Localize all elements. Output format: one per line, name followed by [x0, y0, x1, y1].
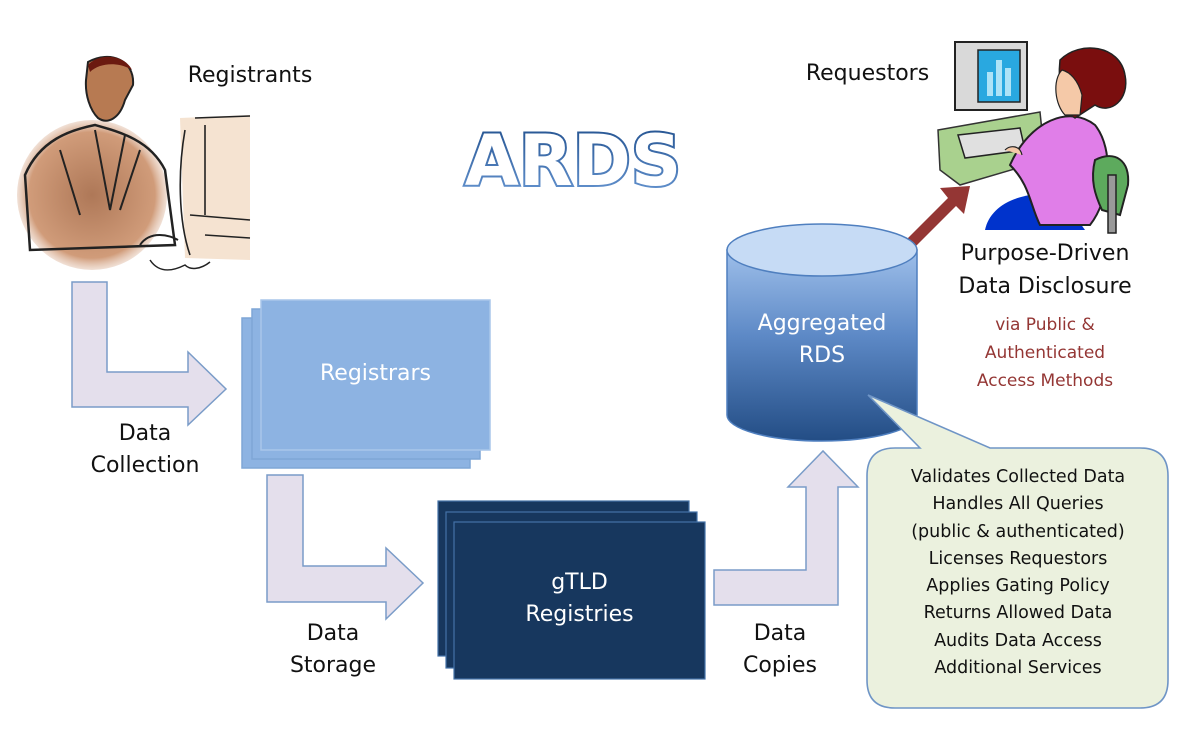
aggregated-rds-node[interactable] [726, 223, 918, 442]
disclosure-heading-line1: Purpose-Driven [960, 241, 1130, 266]
data-collection-line1: Data [118, 421, 172, 446]
data-collection-arrow [71, 281, 228, 427]
disclosure-sub-line1: via Public & [995, 315, 1095, 335]
disclosure-heading: Purpose-Driven Data Disclosure [935, 237, 1155, 303]
requestor-person-icon [937, 41, 1130, 234]
registries-node[interactable] [437, 500, 706, 680]
disclosure-sub-line3: Access Methods [976, 371, 1114, 392]
callout-item: Additional Services [934, 658, 1102, 679]
registrant-computer-icon [179, 115, 251, 260]
registrants-label: Registrants [187, 63, 313, 88]
data-copies-arrow [713, 449, 860, 606]
requestors-label: Requestors [805, 61, 930, 86]
callout-text: Validates Collected Data Handles All Que… [870, 464, 1166, 682]
data-copies-line1: Data [753, 621, 807, 646]
data-storage-line1: Data [306, 621, 360, 646]
data-storage-arrow [266, 474, 425, 621]
registrars-node[interactable] [241, 299, 491, 469]
rds-line2: RDS [798, 342, 846, 368]
aggregated-rds-label: Aggregated RDS [727, 308, 917, 372]
disclosure-heading-line2: Data Disclosure [958, 274, 1132, 299]
registries-label: gTLD Registries [454, 567, 705, 631]
callout-item: Audits Data Access [934, 630, 1102, 651]
registrant-person-icon [17, 56, 211, 271]
data-collection-line2: Collection [90, 452, 200, 478]
callout-item: Applies Gating Policy [926, 576, 1110, 597]
disclosure-sub-line2: Authenticated [984, 343, 1106, 364]
callout-item: (public & authenticated) [911, 521, 1125, 542]
disclosure-subtext: via Public & Authenticated Access Method… [935, 311, 1155, 395]
data-copies-line2: Copies [743, 652, 817, 678]
callout-item: Validates Collected Data [910, 467, 1126, 487]
data-storage-label: Data Storage [268, 618, 398, 682]
callout-item: Handles All Queries [932, 494, 1104, 515]
registrars-label: Registrars [319, 361, 432, 386]
callout-item: Licenses Requestors [928, 548, 1108, 569]
data-collection-label: Data Collection [70, 418, 220, 482]
registries-line1: gTLD [551, 570, 608, 595]
data-storage-line2: Storage [289, 652, 377, 678]
registries-line2: Registries [525, 601, 634, 627]
data-copies-label: Data Copies [715, 618, 845, 682]
callout-item: Returns Allowed Data [923, 603, 1113, 624]
title-ards-outline: ARDS [465, 120, 682, 202]
rds-line1: Aggregated [757, 311, 887, 336]
rds-functions-callout [866, 394, 1169, 709]
